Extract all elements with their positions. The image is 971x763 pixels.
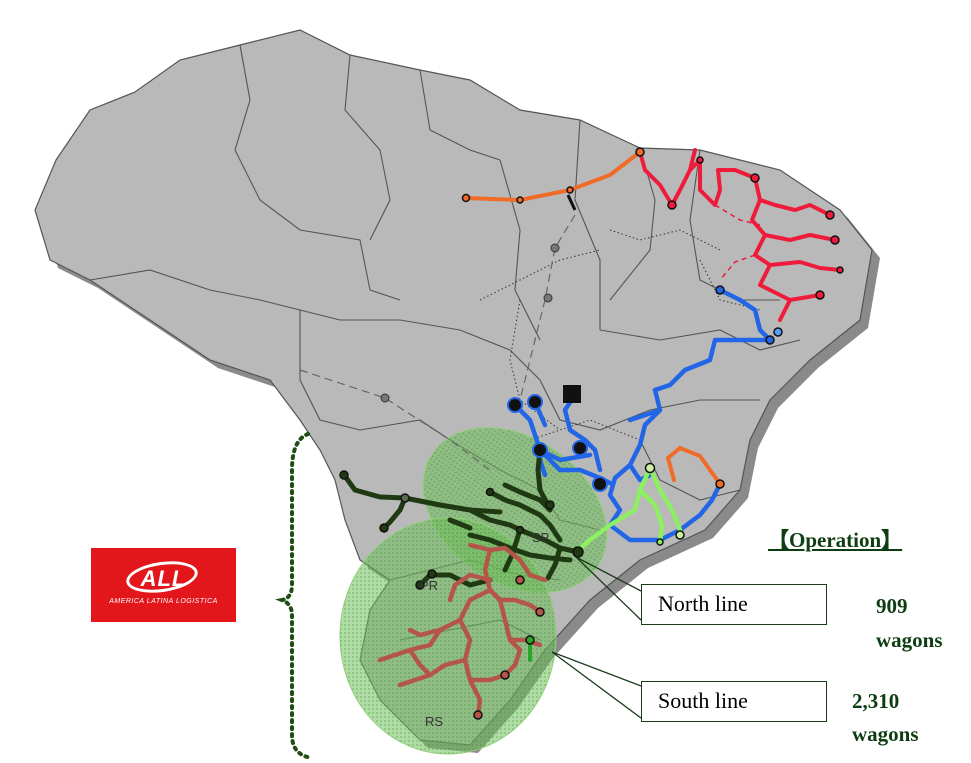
state-label-sp: SP <box>532 530 549 545</box>
station-node <box>380 393 390 403</box>
logo-name: ALL <box>140 566 187 591</box>
north-line-unit: wagons <box>876 628 943 652</box>
northeast-network <box>638 148 842 322</box>
state-label-pr: PR <box>420 578 438 593</box>
region-brace <box>275 432 314 760</box>
central-network <box>575 465 683 553</box>
callout-pointers <box>551 556 642 719</box>
terminal-nodes <box>507 385 608 492</box>
south-line-unit: wagons <box>852 722 919 746</box>
all-logo: ALL AMERICA LATINA LOGISTICA <box>91 548 236 622</box>
operation-title: 【Operation】 <box>768 528 903 552</box>
south-line-network <box>377 542 548 718</box>
south-highlight-area <box>339 517 557 755</box>
south-line-count: 2,310 <box>852 689 900 713</box>
north-line-callout: North line <box>641 584 827 625</box>
station-node <box>550 243 560 253</box>
country-land <box>34 29 873 746</box>
station-markers <box>339 147 844 720</box>
north-line-count: 909 <box>876 594 908 618</box>
state-label-rs: RS <box>425 714 443 729</box>
logo-subtitle: AMERICA LATINA LOGISTICA <box>109 598 218 605</box>
south-line-callout: South line <box>641 681 827 722</box>
station-node <box>543 293 553 303</box>
